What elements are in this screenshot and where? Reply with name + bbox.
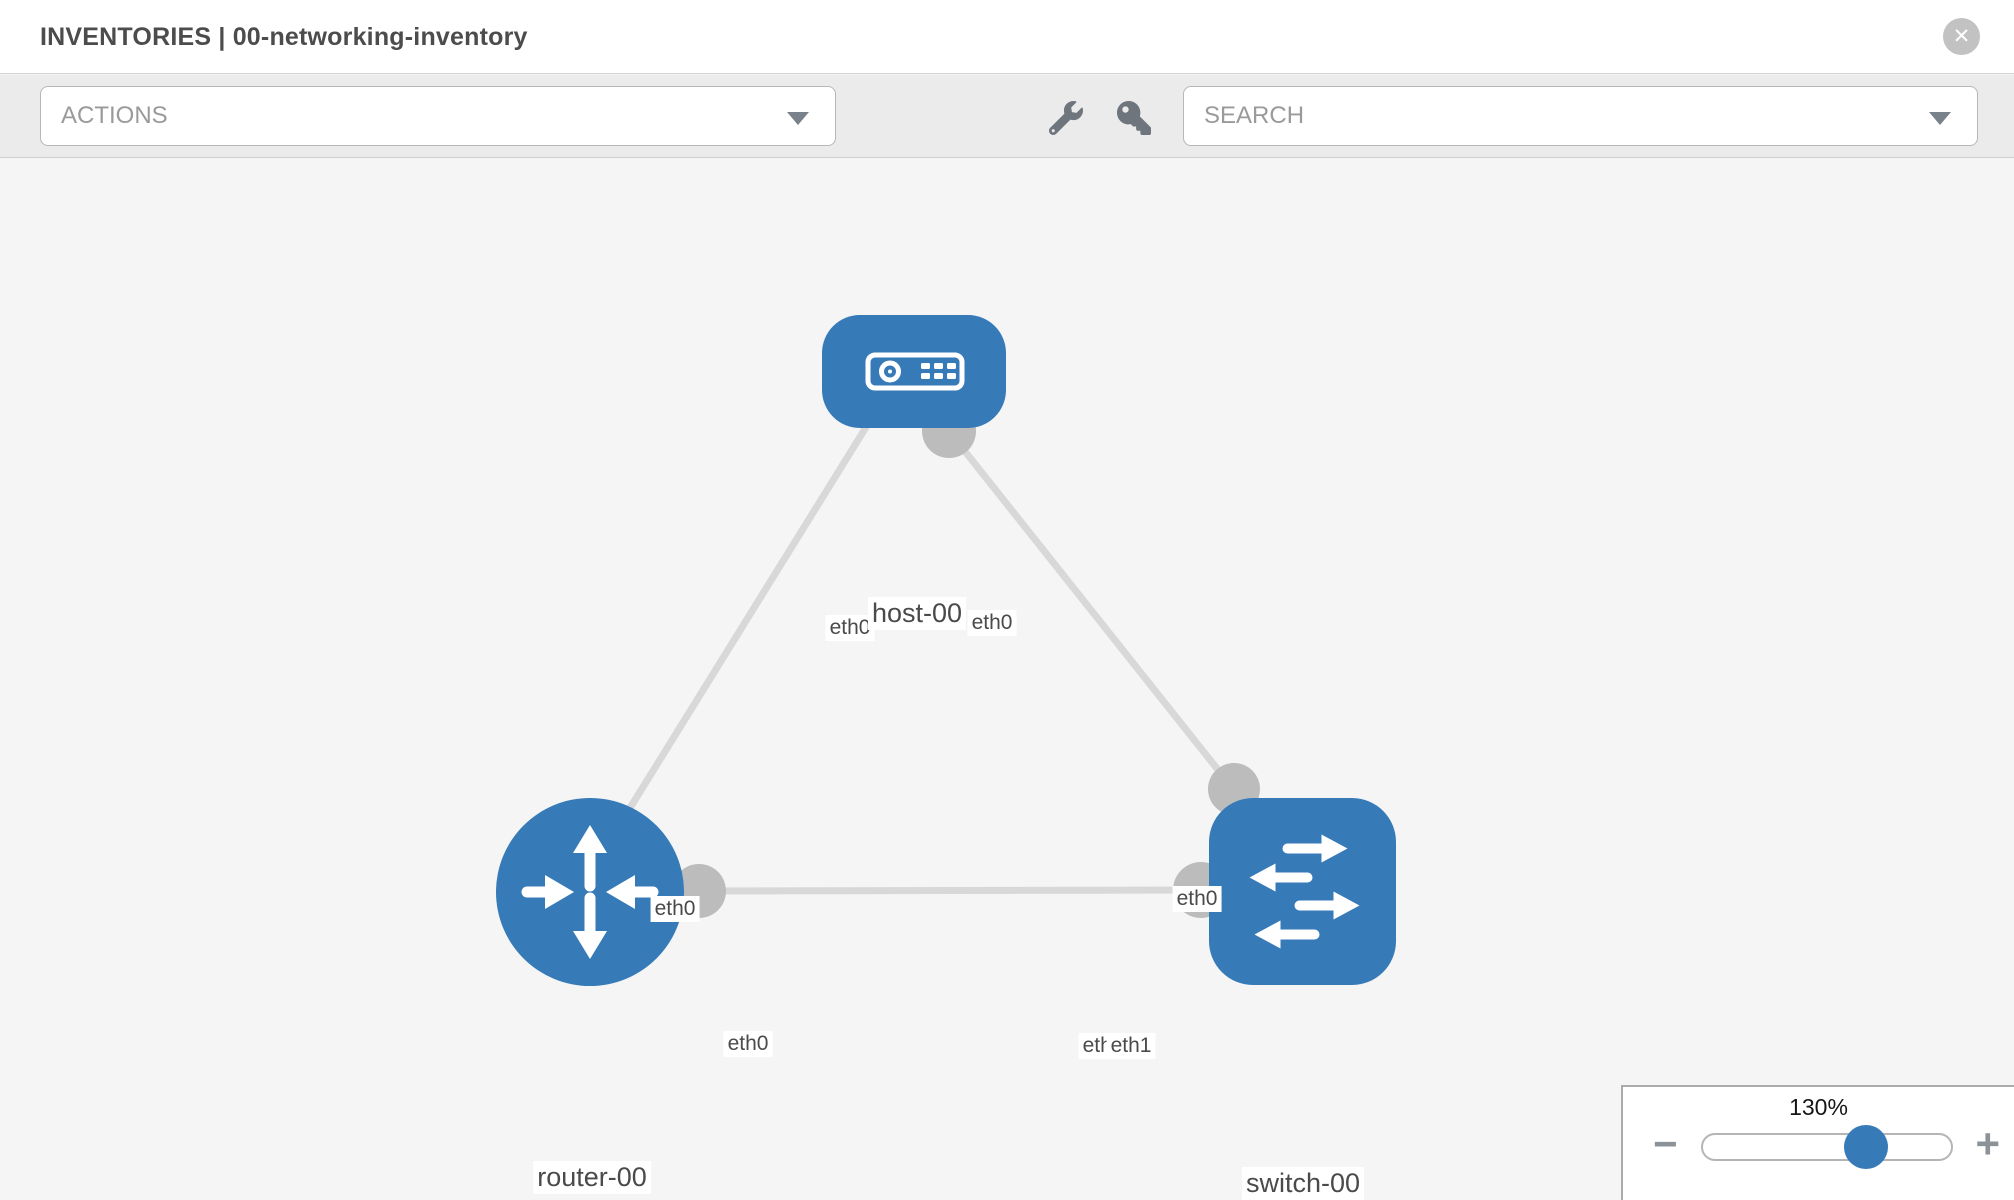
header: INVENTORIES | 00-networking-inventory ✕	[0, 0, 2014, 74]
search-dropdown[interactable]: SEARCH	[1183, 86, 1978, 146]
toolbar: ACTIONS SEARCH	[0, 75, 2014, 158]
link-router-switch	[692, 886, 1206, 895]
search-dropdown-label: SEARCH	[1204, 102, 1305, 129]
zoom-out-button[interactable]: −	[1653, 1120, 1678, 1167]
chevron-down-icon	[787, 112, 809, 125]
iface-label: eth0	[650, 896, 700, 923]
close-icon: ✕	[1952, 25, 1971, 48]
iface-label: eth0	[825, 615, 875, 642]
actions-dropdown[interactable]: ACTIONS	[40, 86, 836, 146]
wrench-button[interactable]	[1046, 99, 1086, 137]
page-title: INVENTORIES | 00-networking-inventory	[40, 23, 528, 51]
zoom-panel: 130% − +	[1621, 1085, 2014, 1200]
key-icon	[1117, 101, 1151, 135]
host-icon-ports	[888, 363, 956, 379]
node-label-switch: switch-00	[1241, 1167, 1365, 1200]
node-label-router: router-00	[533, 1161, 651, 1195]
wrench-icon	[1049, 101, 1083, 135]
node-label-host: host-00	[867, 597, 967, 631]
link-host-router	[626, 420, 872, 812]
switch-icon	[1249, 834, 1360, 949]
iface-label: eth0	[1172, 886, 1222, 913]
topology-canvas[interactable]: eth0 host-00 eth0 eth0 eth0 eth0 eth0 et…	[0, 159, 2014, 1200]
iface-label: eth1	[1106, 1033, 1156, 1060]
zoom-level: 130%	[1789, 1094, 1848, 1120]
chevron-down-icon	[1929, 112, 1951, 125]
iface-label: eth0	[723, 1031, 773, 1058]
topology-graph	[496, 315, 1396, 986]
close-button[interactable]: ✕	[1943, 18, 1980, 55]
node-switch-00[interactable]	[1209, 798, 1396, 985]
zoom-slider-track[interactable]	[1701, 1125, 1953, 1169]
zoom-slider-handle[interactable]	[1844, 1125, 1888, 1169]
node-router-00[interactable]	[496, 798, 684, 986]
router-icon	[521, 825, 659, 959]
host-icon	[865, 352, 965, 391]
zoom-in-button[interactable]: +	[1975, 1120, 2000, 1167]
node-host-00[interactable]	[822, 315, 1006, 428]
key-button[interactable]	[1114, 99, 1154, 137]
actions-dropdown-label: ACTIONS	[61, 102, 168, 129]
link-host-switch	[944, 426, 1238, 794]
iface-label: eth0	[967, 610, 1017, 637]
